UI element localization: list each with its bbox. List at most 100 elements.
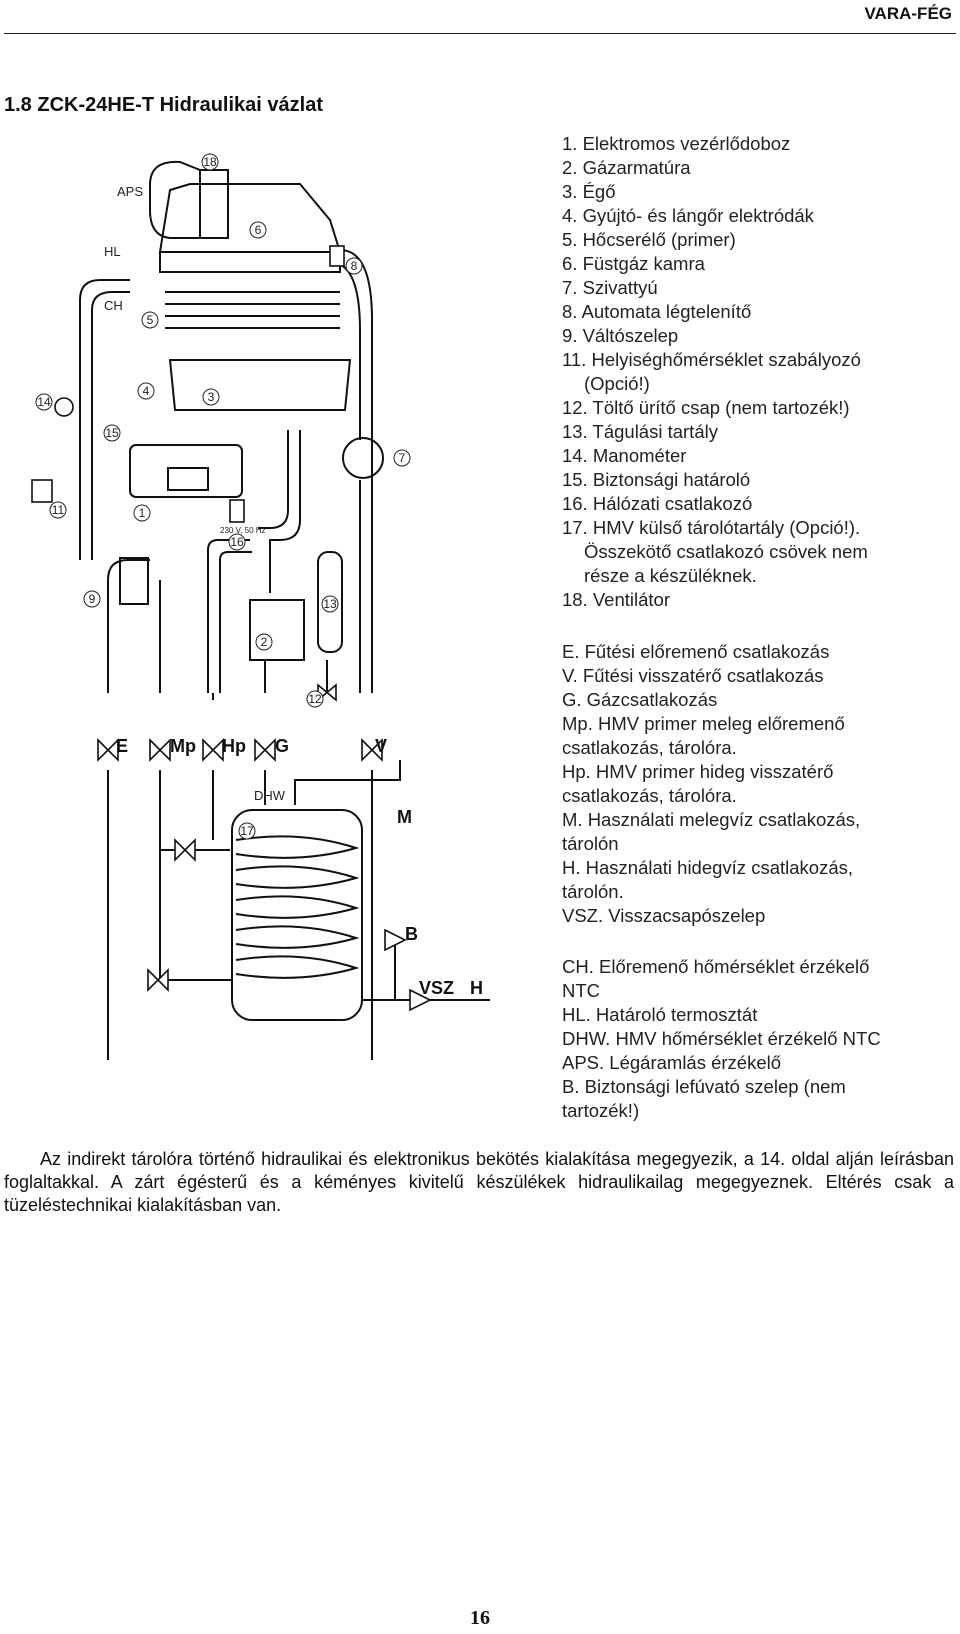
legend-item: 16. Hálózati csatlakozó xyxy=(562,493,753,514)
component-legend: 1. Elektromos vezérlődoboz 2. Gázarmatúr… xyxy=(562,132,868,612)
label-b: B xyxy=(405,924,418,944)
note-paragraph: Az indirekt tárolóra történő hidraulikai… xyxy=(4,1149,954,1215)
svg-text:14: 14 xyxy=(37,395,51,409)
legend-item: 1. Elektromos vezérlődoboz xyxy=(562,133,791,154)
legend-item: HL. Határoló termosztát xyxy=(562,1004,758,1025)
legend-item: NTC xyxy=(562,980,601,1001)
section-title: 1.8 ZCK-24HE-T Hidraulikai vázlat xyxy=(4,94,323,116)
legend-item: 7. Szivattyú xyxy=(562,277,658,298)
label-mp: Mp xyxy=(170,736,196,756)
valve-v xyxy=(361,738,383,762)
header-brand: VARA-FÉG xyxy=(864,4,952,23)
svg-text:6: 6 xyxy=(255,223,262,237)
legend-item: tartozék!) xyxy=(562,1100,640,1121)
callout-2: 2 xyxy=(255,633,273,651)
pipe-hot-out xyxy=(294,760,401,805)
legend-item: 13. Tágulási tartály xyxy=(562,421,718,442)
legend-item: 2. Gázarmatúra xyxy=(562,157,691,178)
legend-item: tárolón xyxy=(562,833,619,854)
svg-text:11: 11 xyxy=(52,503,65,517)
legend-item: 9. Váltószelep xyxy=(562,325,679,346)
expansion-tank xyxy=(317,551,343,653)
legend-item: DHW. HMV hőmérséklet érzékelő NTC xyxy=(562,1028,881,1049)
legend-item: tárolón. xyxy=(562,881,624,902)
legend-item: 3. Égő xyxy=(562,181,616,202)
legend-item: 17. HMV külső tárolótartály (Opció!). xyxy=(562,517,861,538)
pipe-hp-b xyxy=(207,539,250,693)
legend-item: 6. Füstgáz kamra xyxy=(562,253,705,274)
callout-1: 1 xyxy=(133,504,151,522)
legend-item: CH. Előremenő hőmérséklet érzékelő xyxy=(562,956,870,977)
svg-text:4: 4 xyxy=(143,384,150,398)
svg-text:17: 17 xyxy=(240,824,254,838)
manometer xyxy=(54,397,74,417)
legend-item: Összekötő csatlakozó csövek nem xyxy=(584,541,868,562)
valve-hp xyxy=(202,738,224,762)
svg-text:3: 3 xyxy=(208,390,215,404)
valve-g xyxy=(254,738,276,762)
pipe-hp-c xyxy=(219,551,252,693)
legend-item: 14. Manométer xyxy=(562,445,687,466)
callout-9: 9 xyxy=(83,590,101,608)
pipe-left-outer xyxy=(79,279,130,560)
fan-body xyxy=(199,169,229,239)
svg-text:5: 5 xyxy=(147,313,154,327)
legend-item: csatlakozás, tárolóra. xyxy=(562,785,737,806)
pump xyxy=(342,437,384,479)
legend-item: (Opció!) xyxy=(584,373,650,394)
sensor-legend: CH. Előremenő hőmérséklet érzékelő NTC H… xyxy=(562,955,881,1123)
label-hl: HL xyxy=(104,244,121,259)
legend-item: E. Fűtési előremenő csatlakozás xyxy=(562,641,830,662)
header-rule xyxy=(4,33,956,34)
power-connector xyxy=(229,499,245,523)
hydraulic-diagram: APS HL CH DHW 230 V, 50 Hz E Mp Hp G V M… xyxy=(31,153,490,1060)
label-e: E xyxy=(116,736,128,756)
callout-8: 8 xyxy=(345,257,363,275)
callout-14: 14 xyxy=(35,393,53,411)
callout-3: 3 xyxy=(202,388,220,406)
legend-item: B. Biztonsági lefúvató szelep (nem xyxy=(562,1076,846,1097)
callout-15: 15 xyxy=(103,424,121,442)
pump-pipe-2 xyxy=(258,430,289,529)
label-power: 230 V, 50 Hz xyxy=(220,526,266,535)
fan-housing xyxy=(149,160,201,239)
legend-item: Mp. HMV primer meleg előremenő xyxy=(562,713,845,734)
label-dhw: DHW xyxy=(254,788,286,803)
air-vent xyxy=(329,245,345,267)
legend-item: csatlakozás, tárolóra. xyxy=(562,737,737,758)
callout-5: 5 xyxy=(141,311,159,329)
svg-text:15: 15 xyxy=(105,426,119,440)
flow-pipe-e xyxy=(107,559,150,693)
valve-e xyxy=(97,738,119,762)
legend-item: 18. Ventilátor xyxy=(562,589,670,610)
legend-item: Hp. HMV primer hideg visszatérő xyxy=(562,761,834,782)
label-vsz: VSZ xyxy=(419,978,454,998)
callout-16: 16 xyxy=(228,533,246,551)
legend-item: V. Fűtési visszatérő csatlakozás xyxy=(562,665,824,686)
diverter-valve xyxy=(119,557,149,605)
connection-legend: E. Fűtési előremenő csatlakozás V. Fűtés… xyxy=(562,640,860,928)
legend-item: része a készüléknek. xyxy=(584,565,757,586)
label-m: M xyxy=(397,807,412,827)
burner xyxy=(168,359,352,411)
cylinder-coil xyxy=(235,835,360,979)
valve-vsz xyxy=(409,988,432,1012)
exchanger-tubes xyxy=(165,291,340,329)
label-aps: APS xyxy=(117,184,143,199)
callout-7: 7 xyxy=(393,449,411,467)
legend-item: VSZ. Visszacsapószelep xyxy=(562,905,766,926)
exchanger-top xyxy=(159,251,341,273)
callout-6: 6 xyxy=(249,221,267,239)
svg-text:12: 12 xyxy=(308,692,322,706)
svg-text:9: 9 xyxy=(89,592,96,606)
legend-item: 11. Helyiséghőmérséklet szabályozó xyxy=(562,349,861,370)
legend-item: 15. Biztonsági határoló xyxy=(562,469,751,490)
page-number: 16 xyxy=(470,1607,490,1629)
svg-text:1: 1 xyxy=(139,506,146,520)
label-g: G xyxy=(275,736,289,756)
legend-item: 12. Töltő ürítő csap (nem tartozék!) xyxy=(562,397,850,418)
pipe-left-inner xyxy=(91,291,130,560)
legend-item: H. Használati hidegvíz csatlakozás, xyxy=(562,857,853,878)
control-display xyxy=(167,467,209,491)
svg-text:13: 13 xyxy=(323,597,337,611)
